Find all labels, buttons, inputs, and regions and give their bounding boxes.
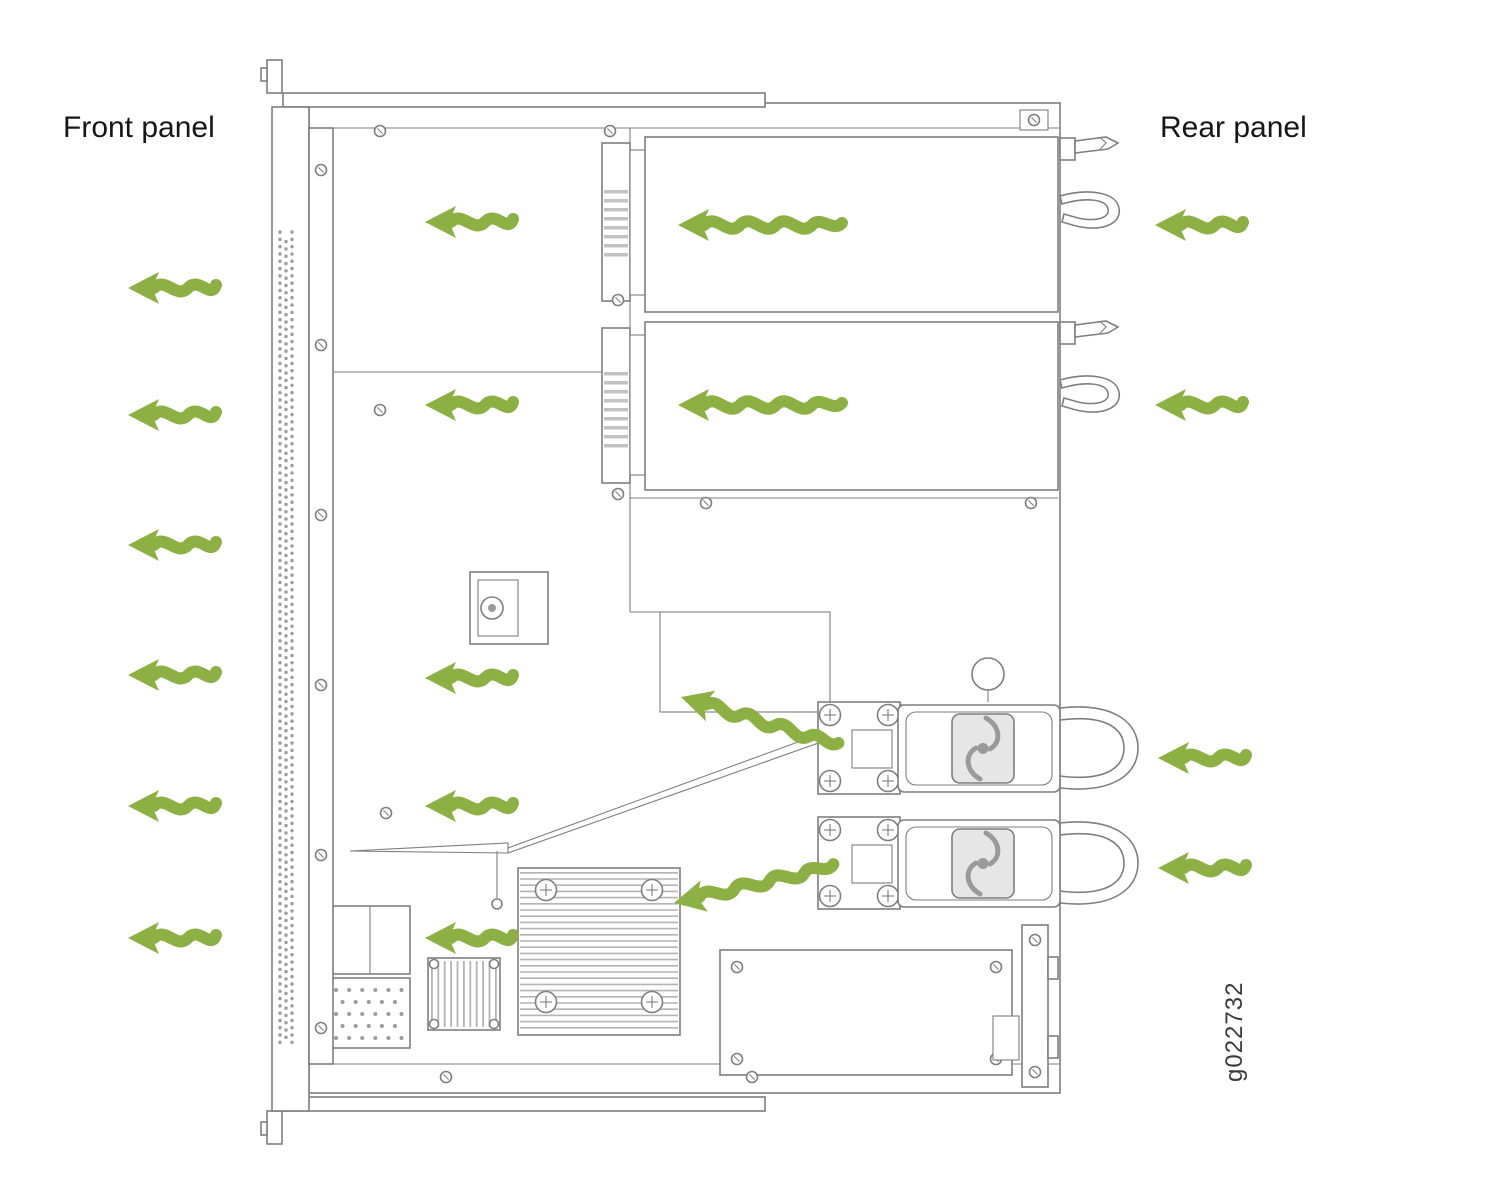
cable-assembly <box>349 657 1005 910</box>
airflow-arrow-icon <box>128 790 216 822</box>
psu-connectors <box>601 142 646 484</box>
airflow-arrow-icon <box>128 399 216 431</box>
airflow-arrow-icon <box>1155 389 1243 421</box>
front-panel-label: Front panel <box>63 111 215 144</box>
fan-module-1 <box>818 702 1138 794</box>
rear-panel-hardware <box>1021 136 1121 1088</box>
bottom-right-board <box>719 949 1020 1076</box>
airflow-arrow-icon <box>128 529 216 561</box>
airflow-arrow-icon <box>128 922 216 954</box>
airflow-arrow-icon <box>128 659 216 691</box>
airflow-arrow-icon <box>128 272 216 304</box>
perforated-vent <box>327 905 411 1049</box>
heatsink <box>517 867 681 1036</box>
midboard-component <box>469 571 549 645</box>
fan-module-2 <box>818 817 1138 909</box>
mounting-rails <box>260 59 766 1145</box>
interior-board-outlines <box>333 128 1058 713</box>
airflow-arrow-icon <box>1158 742 1246 774</box>
rear-panel-label: Rear panel <box>1160 111 1307 144</box>
figure-id-label: g022732 <box>1221 982 1248 1082</box>
airflow-arrow-icon <box>1155 209 1243 241</box>
airflow-arrow-icon <box>1158 852 1246 884</box>
front-panel <box>271 106 334 1112</box>
finned-heatsink <box>427 957 501 1031</box>
